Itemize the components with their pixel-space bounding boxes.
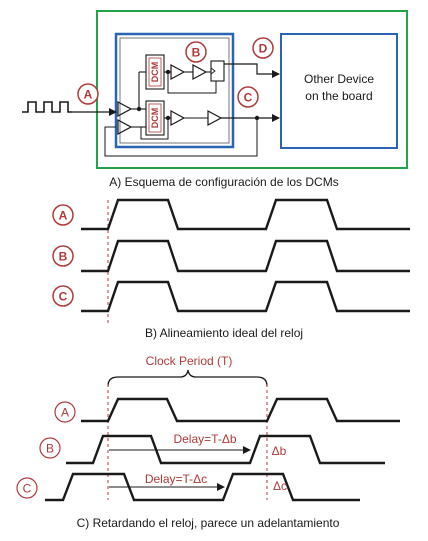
ideal-marker-c-circle — [52, 285, 74, 307]
caption-c: C) Retardando el reloj, parece un adelan… — [77, 516, 340, 530]
schematic: Other Device on the board DCM DCM — [22, 10, 408, 189]
delay-marker-a: A — [61, 406, 69, 420]
clock-period-brace — [107, 369, 268, 387]
marker-b-circle — [185, 41, 207, 63]
feedback-lower — [140, 118, 169, 140]
delay-wave-a — [81, 397, 400, 423]
ideal-marker-a-circle — [52, 204, 74, 226]
caption-a: A) Esquema de configuración de los DCMs — [109, 175, 338, 189]
ideal-marker-c: C — [59, 290, 68, 304]
delayed-alignment: Clock Period (T) A B Delay=T-Δb Δb C Del… — [16, 354, 400, 530]
input-buffer-lower — [117, 118, 133, 136]
dcm-block-inner — [119, 37, 230, 144]
ideal-alignment: A B C B) Alineamiento ideal del reloj — [52, 198, 410, 340]
junction-dot — [136, 106, 142, 112]
delay-c-label: Delay=T-Δc — [145, 472, 207, 486]
clock-period-label: Clock Period (T) — [146, 354, 233, 368]
delta-c-label: Δc — [273, 479, 287, 493]
buffer-upper-1 — [170, 63, 186, 81]
dcm-upper-label-box — [148, 57, 162, 87]
dcm-lower-label-box — [148, 103, 162, 133]
delay-marker-b-circle — [39, 437, 61, 459]
buffer-lower-1 — [170, 109, 186, 127]
marker-c-circle — [237, 86, 259, 108]
input-buffer-upper — [117, 100, 133, 118]
dcm-upper-label: DCM — [150, 62, 160, 83]
dcm-block-outline — [114, 32, 235, 149]
input-clock-symbol — [22, 101, 72, 113]
marker-c: C — [244, 91, 253, 105]
delay-marker-a-circle — [54, 401, 76, 423]
other-device-label-line1: Other Device — [304, 72, 374, 86]
output-ff — [210, 60, 225, 82]
feedback-upper — [167, 72, 217, 94]
ideal-marker-b: B — [59, 250, 68, 264]
delay-marker-c-circle — [16, 477, 38, 499]
buffer-upper-2 — [192, 63, 208, 81]
ideal-wave-a — [81, 198, 410, 231]
ideal-marker-a: A — [59, 209, 68, 223]
buffer-lower-2 — [207, 109, 223, 127]
dcm-lower-label: DCM — [150, 108, 160, 129]
marker-a: A — [84, 88, 93, 102]
delay-marker-c: C — [23, 482, 32, 496]
delta-b-label: Δb — [272, 444, 287, 458]
ideal-marker-b-circle — [52, 245, 74, 267]
caption-b: B) Alineamiento ideal del reloj — [145, 326, 303, 340]
other-device-label-line2: on the board — [305, 89, 372, 103]
wire — [224, 63, 280, 78]
marker-d: D — [259, 42, 268, 56]
marker-b: B — [192, 46, 201, 60]
delay-b-label: Delay=T-Δb — [173, 432, 236, 446]
delay-wave-b — [66, 434, 385, 465]
marker-a-circle — [77, 83, 99, 105]
marker-d-circle — [252, 37, 274, 59]
ideal-wave-b — [81, 239, 410, 273]
ideal-wave-c — [81, 280, 410, 313]
board-feedback — [104, 118, 258, 157]
other-device-box — [280, 33, 398, 149]
ff-clock-notch — [210, 67, 216, 75]
delay-wave-c — [45, 472, 360, 502]
delay-marker-b: B — [46, 442, 54, 456]
